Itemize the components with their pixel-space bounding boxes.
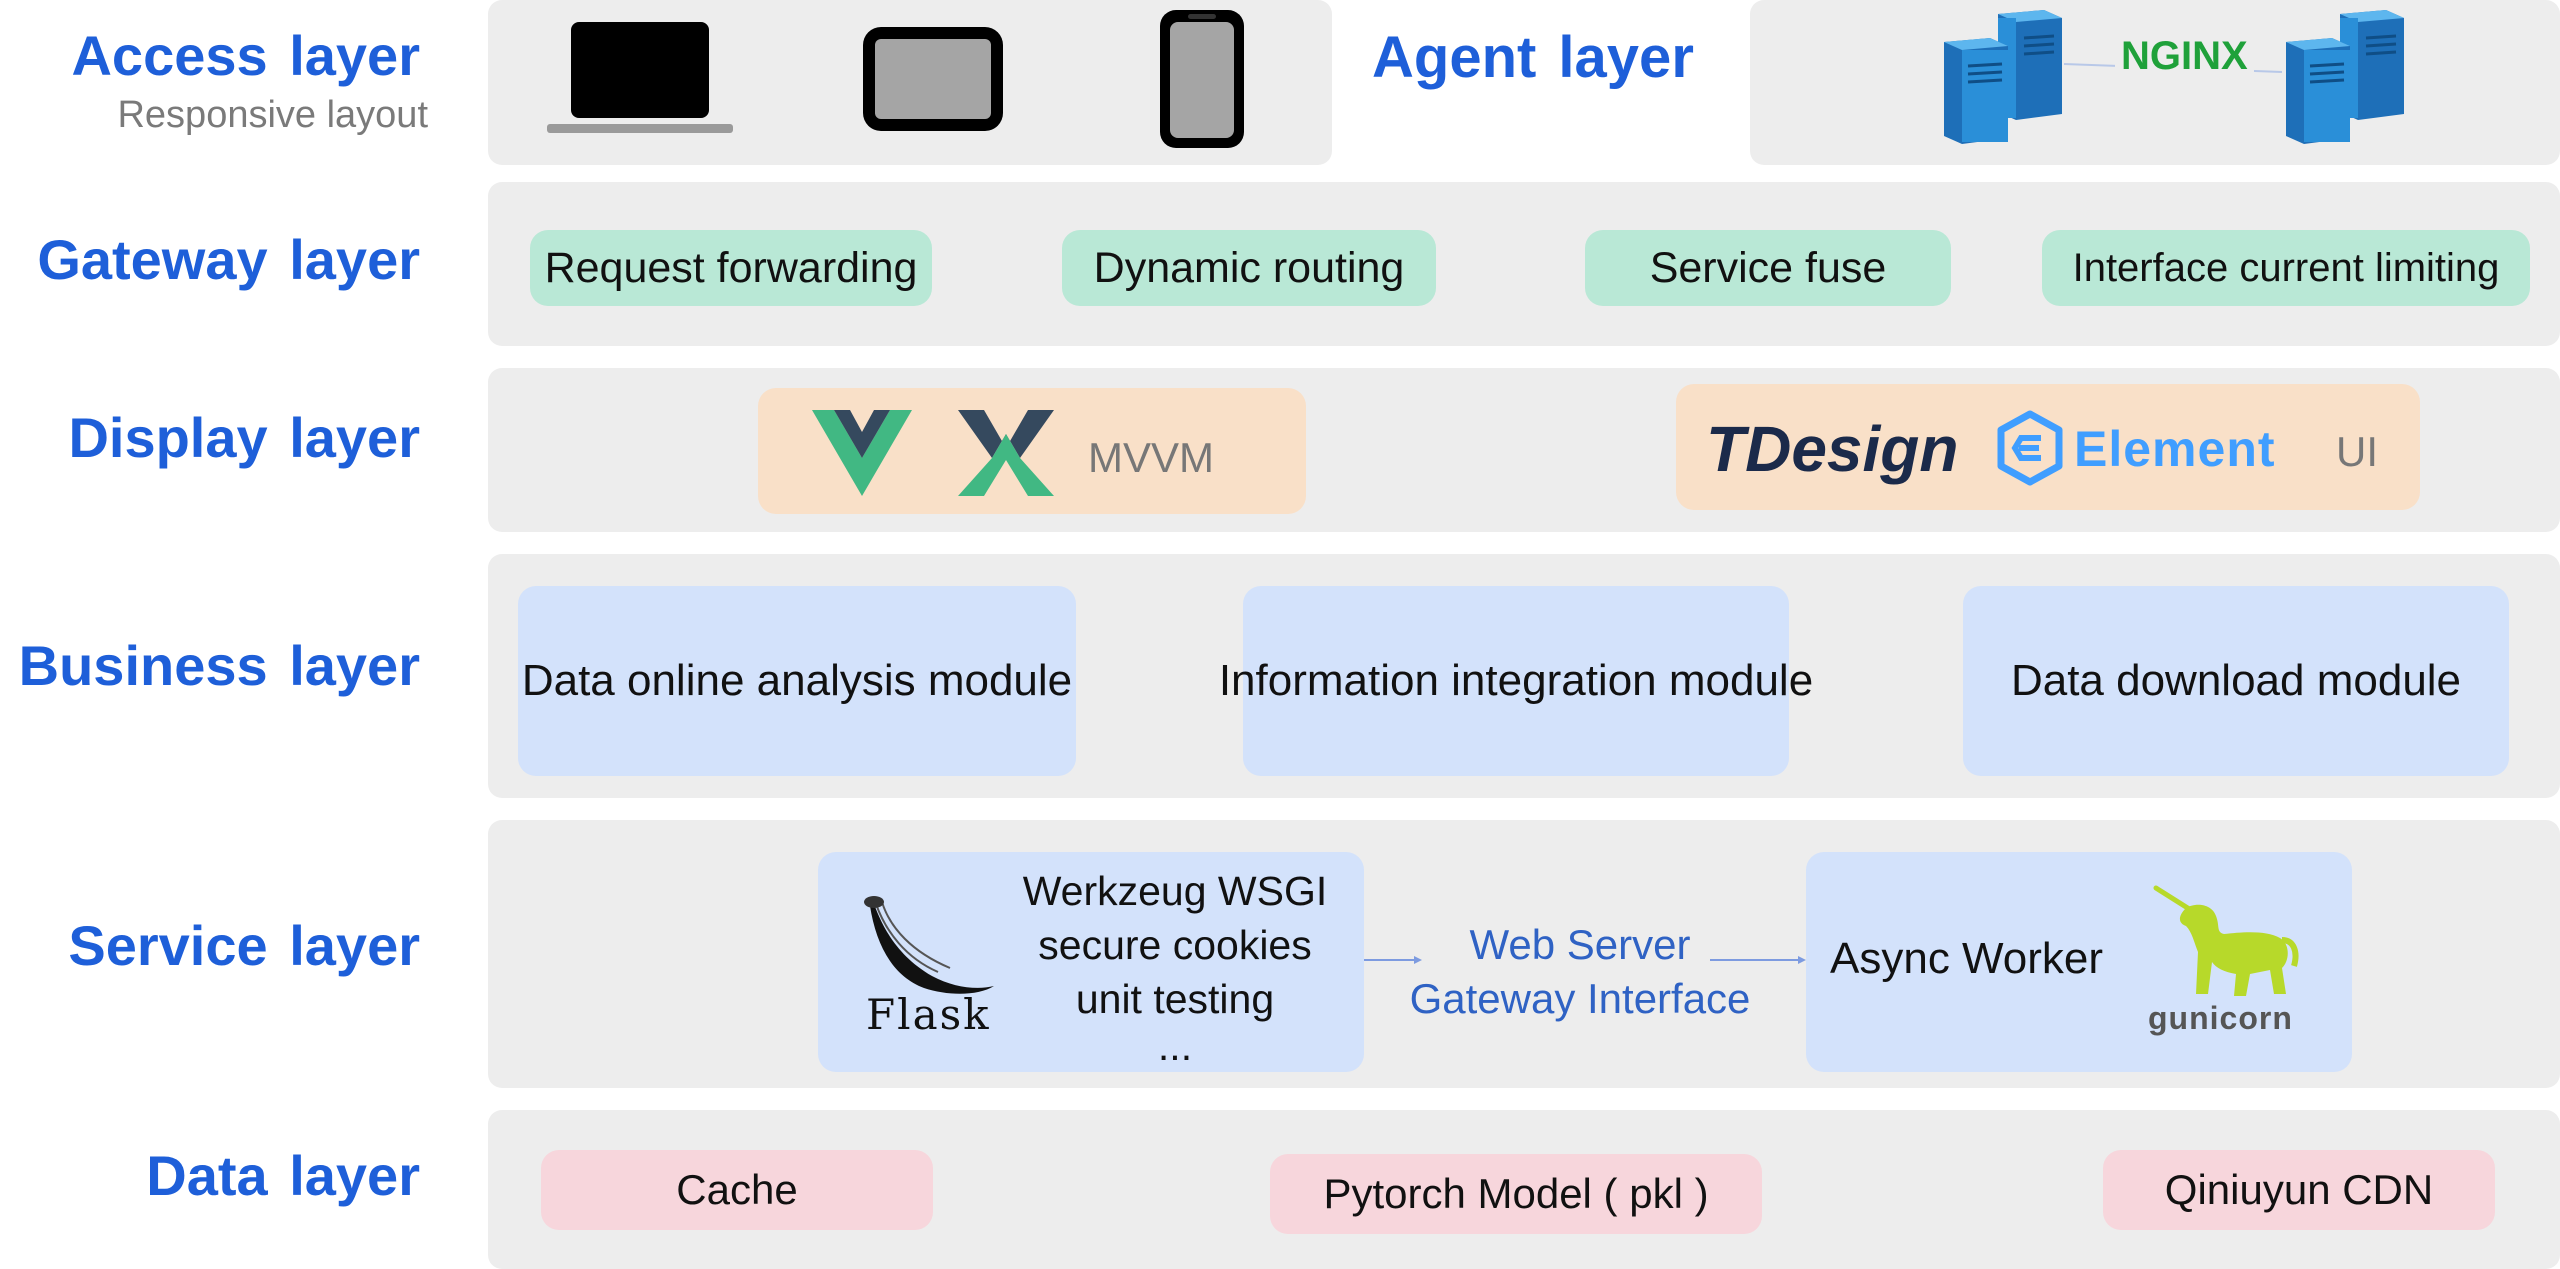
data-layer-label: Data layer xyxy=(146,1144,420,1207)
display-layer-label: Display layer xyxy=(68,406,420,469)
data-chip-cache: Cache xyxy=(541,1150,933,1230)
flask-feature-item: unit testing xyxy=(1075,976,1275,1022)
tdesign-logo: TDesign xyxy=(1706,413,1959,485)
gateway-chip-request-forwarding: Request forwarding xyxy=(530,230,932,306)
agent-layer-panel xyxy=(1750,0,2560,165)
gateway-chip-interface-current-limiting: Interface current limiting xyxy=(2042,230,2530,306)
phone-icon xyxy=(1158,8,1246,150)
display-ui-chip xyxy=(1676,384,2420,510)
flask-feature-list: Werkzeug WSGI secure cookies unit testin… xyxy=(990,864,1360,1069)
ui-text: UI xyxy=(2336,428,2378,475)
element-logo-icon xyxy=(1995,410,2065,486)
laptop-icon xyxy=(545,20,735,138)
nginx-logo: NGINX xyxy=(2115,34,2254,79)
flask-logo-text: Flask xyxy=(866,990,991,1039)
agent-layer-label: Agent layer xyxy=(1372,25,1694,90)
responsive-layout-label: Responsive layout xyxy=(117,94,428,136)
business-module-data-online-analysis: Data online analysis module xyxy=(518,586,1076,776)
wsgi-label: Web Server Gateway Interface xyxy=(1380,918,1780,1026)
flask-horn-icon xyxy=(862,892,1002,1000)
service-layer-label: Service layer xyxy=(68,914,420,977)
access-layer-label: Access layer xyxy=(71,24,420,87)
async-worker-text: Async Worker xyxy=(1830,934,2104,983)
data-chip-qiniuyun-cdn: Qiniuyun CDN xyxy=(2103,1150,2495,1230)
flask-feature-item: secure cookies xyxy=(1038,922,1312,968)
business-module-data-download: Data download module xyxy=(1963,586,2509,776)
gateway-layer-label: Gateway layer xyxy=(37,228,420,291)
business-module-information-integration: Information integration module xyxy=(1219,586,1813,776)
server-icon xyxy=(2282,8,2408,144)
data-chip-pytorch-model: Pytorch Model ( pkl ) xyxy=(1270,1154,1762,1234)
business-layer-label: Business layer xyxy=(18,634,420,697)
gunicorn-logo-text: gunicorn xyxy=(2148,1000,2293,1036)
element-text: Element xyxy=(2074,421,2276,477)
flask-feature-item: ... xyxy=(1157,1023,1193,1069)
wsgi-connector-arrows xyxy=(1362,950,1808,970)
gateway-chip-service-fuse: Service fuse xyxy=(1585,230,1951,306)
wsgi-label-line: Gateway Interface xyxy=(1409,975,1751,1022)
unicorn-icon xyxy=(2150,882,2300,1000)
vuex-logo-icon xyxy=(958,410,1054,496)
wsgi-label-line: Web Server xyxy=(1469,921,1691,968)
tablet-icon xyxy=(860,24,1006,134)
mvvm-text: MVVM xyxy=(1088,434,1214,481)
flask-feature-item: Werkzeug WSGI xyxy=(1022,868,1328,914)
server-icon xyxy=(1940,8,2066,144)
gateway-chip-dynamic-routing: Dynamic routing xyxy=(1062,230,1436,306)
vue-logo-icon xyxy=(812,410,912,496)
